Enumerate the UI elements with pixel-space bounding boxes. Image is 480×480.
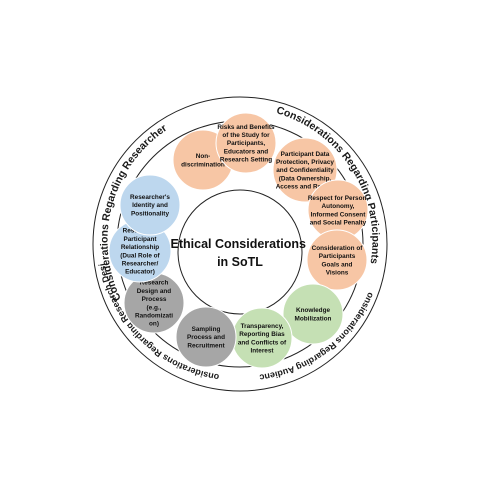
bubble-label-line: Knowledge [296,307,331,314]
bubble-label-line: and Conflicts of [238,339,287,346]
bubble-label-line: of the Study for [222,132,270,139]
bubble-circle [119,174,181,236]
bubble-label-line: Participants, [227,140,266,147]
bubble-circle [175,306,237,368]
bubble-label-line: Participant [123,236,157,243]
bubble-label-line: and Social Penalty [310,220,367,227]
bubble-circle [215,112,277,174]
bubble-label-line: Educators and [224,148,268,155]
bubble-label-line: Randomizati [135,313,173,320]
bubble-label-line: and Confidentiality [276,167,334,174]
bubble-label-line: Researcher/ [122,261,159,268]
bubble-label-line: Consideration of [312,245,364,252]
bubble-label-line: Recruitment [187,342,225,349]
bubble-label-line: Process and [187,334,225,341]
bubble-participants-4: Respect for Person,Autonomy,Informed Con… [307,179,369,241]
bubble-label-line: Protection, Privacy [276,159,334,166]
bubble-label-line: Respect for Person, [308,195,369,202]
bubble-label-line: (Data Ownership, [279,175,332,182]
center-circle [177,189,303,315]
bubble-label: Respect for Person,Autonomy,Informed Con… [308,195,369,227]
bubble-label-line: Research [140,280,169,287]
bubble-label-line: Risks and Benefits [217,124,275,131]
bubble-label-line: Design and [137,288,172,295]
outer-ring [92,96,388,392]
bubble-label-line: Goals and [322,261,353,268]
bubble-label-line: Transparency, [241,323,284,330]
bubble-label-line: (Dual Role of [120,252,160,259]
bubble-label-line: Non- [196,153,211,160]
bubble-label-line: Participants [319,253,356,260]
bubble-label-line: Sampling [192,326,221,333]
bubble-label: Non-discrimination [181,153,225,168]
bubble-label-line: Research Setting [220,157,272,164]
bubble-label-line: on) [149,321,159,328]
bubble-label-line: Relationship [121,244,159,251]
center-title-line-1: Ethical Considerations [171,237,306,251]
bubble-label-line: (e.g., [147,304,162,311]
bubble-label-line: Researcher's [130,194,170,201]
bubble-label-line: Positionality [131,210,169,217]
bubble-label-line: Participant Data [281,151,330,158]
bubble-label-line: Interest [250,348,274,355]
bubble-label-line: Mobilization [295,315,332,322]
bubble-circle [306,229,368,291]
bubble-label-line: discrimination [181,161,225,168]
bubble-label-line: Identity and [132,202,168,209]
bubble-label-line: Autonomy, [322,203,355,210]
bubble-label-line: Reporting Bias [239,331,285,338]
bubble-label-line: Access and Reuse) [276,184,335,191]
bubble-label-line: Informed Consent [311,211,367,218]
bubble-label-line: Educator) [125,269,155,276]
bubble-label-line: Visions [326,270,349,277]
center-title-line-2: in SoTL [217,255,263,269]
center-title: Ethical Considerations in SoTL [171,237,310,269]
bubble-circle [282,283,344,345]
bubble-label-line: Process [142,296,167,303]
